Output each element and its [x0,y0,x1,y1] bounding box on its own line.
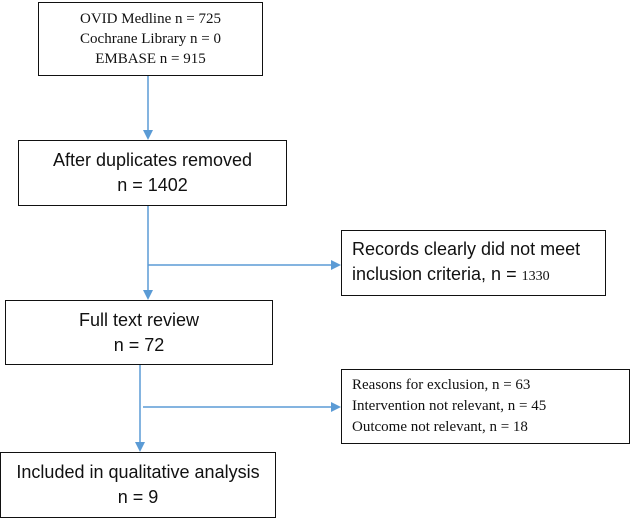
included-analysis-box: Included in qualitative analysis n = 9 [0,452,276,518]
ovid-medline-count: OVID Medline n = 725 [80,11,221,27]
records-excluded-box: Records clearly did not meet inclusion c… [341,230,606,296]
full-text-review-box: Full text review n = 72 [5,300,273,365]
duplicates-removed-box: After duplicates removed n = 1402 [18,140,287,206]
outcome-not-relevant: Outcome not relevant, n = 18 [352,419,528,435]
duplicates-removed-count: n = 1402 [117,175,188,195]
cochrane-library-count: Cochrane Library n = 0 [80,31,221,47]
search-sources-box: OVID Medline n = 725 Cochrane Library n … [38,2,263,76]
intervention-not-relevant: Intervention not relevant, n = 45 [352,398,547,414]
duplicates-removed-label: After duplicates removed [52,150,253,170]
included-analysis-label: Included in qualitative analysis [16,462,260,482]
records-excluded-line2: inclusion criteria, n = 1330 [352,262,550,289]
included-analysis-count: n = 9 [117,487,159,507]
exclusion-reasons-total: Reasons for exclusion, n = 63 [352,377,531,393]
full-text-review-count: n = 72 [113,334,165,355]
records-excluded-count: 1330 [521,269,550,284]
full-text-review-label: Full text review [78,309,200,330]
records-excluded-line1: Records clearly did not meet [352,239,581,259]
embase-count: EMBASE n = 915 [95,51,206,67]
exclusion-reasons-box: Reasons for exclusion, n = 63 Interventi… [341,369,630,444]
records-excluded-label: inclusion criteria, n = [352,264,522,284]
